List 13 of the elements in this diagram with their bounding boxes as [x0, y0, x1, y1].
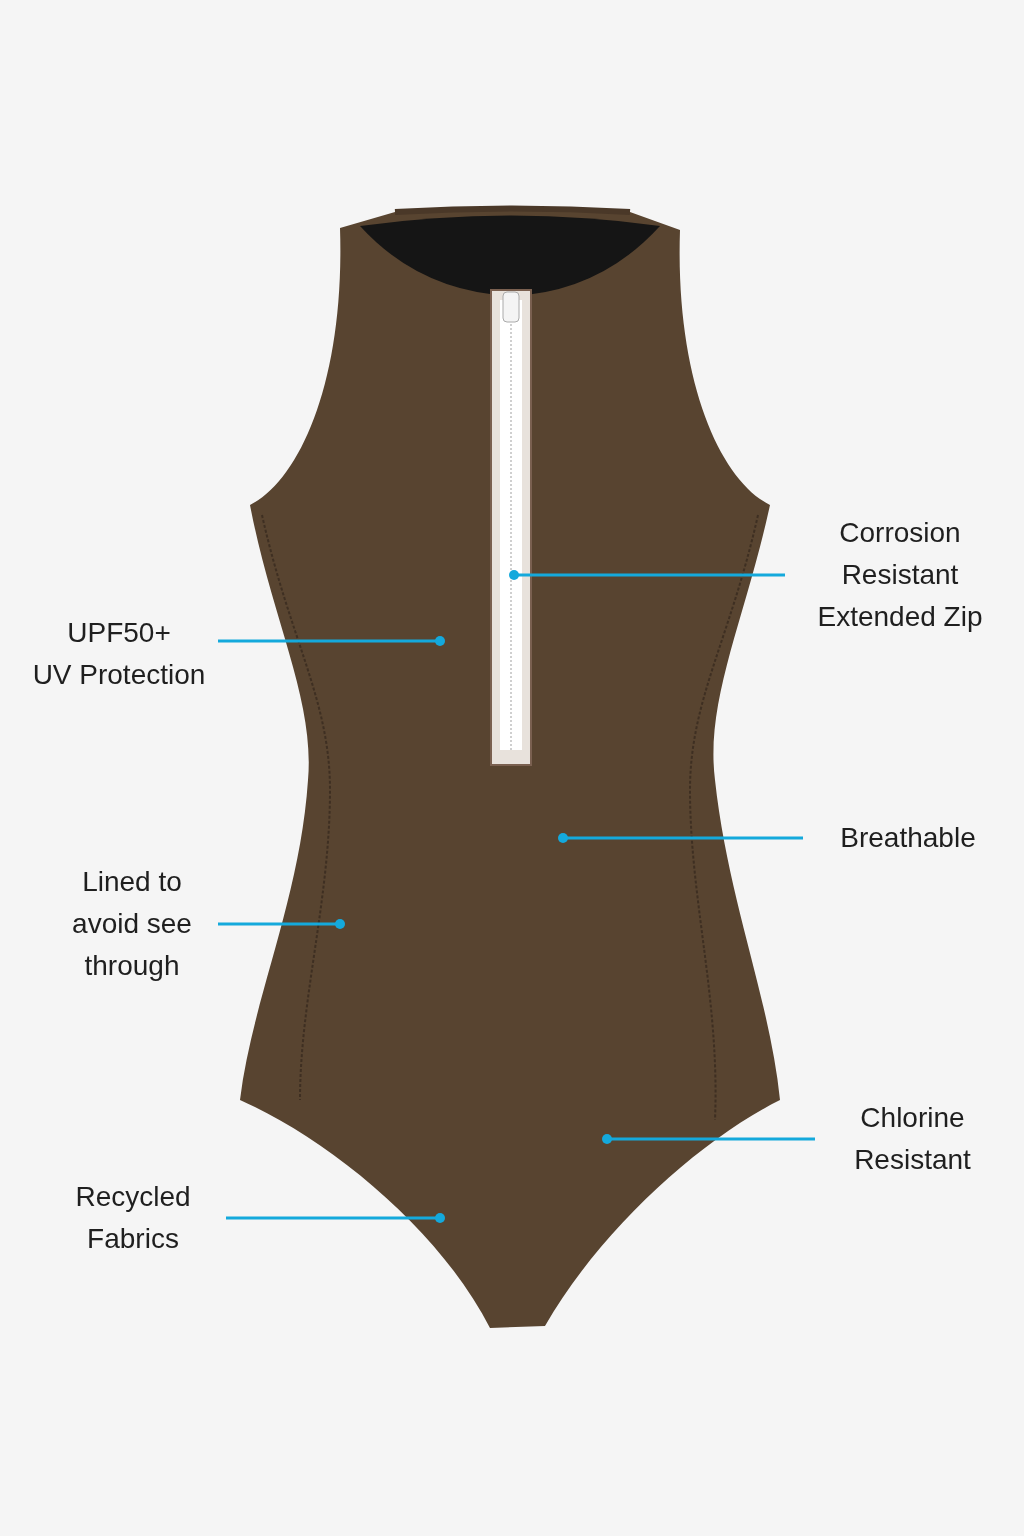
- feature-label: Breathable: [840, 821, 976, 855]
- leader-line: [509, 570, 785, 580]
- feature-label: UV Protection: [32, 658, 206, 692]
- feature-label: Corrosion Resistant Extended Zip: [816, 516, 984, 634]
- leader-line: [218, 636, 445, 646]
- leader-line: [226, 1213, 445, 1223]
- leader-line: [558, 833, 803, 843]
- feature-label: Recycled Fabrics: [74, 1180, 192, 1256]
- feature-label: UPF50+: [67, 616, 171, 650]
- leader-line: [602, 1134, 815, 1144]
- feature-label: Chlorine Resistant: [853, 1101, 972, 1177]
- feature-label: Lined to avoid see through: [71, 865, 193, 983]
- leader-line: [218, 919, 345, 929]
